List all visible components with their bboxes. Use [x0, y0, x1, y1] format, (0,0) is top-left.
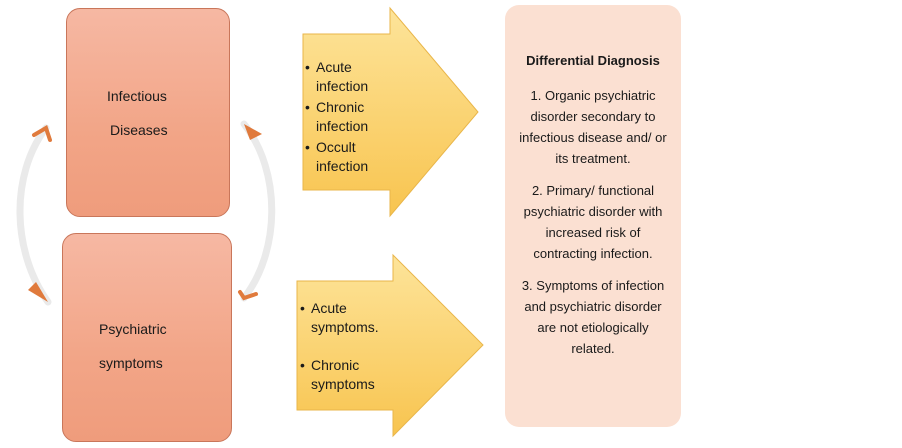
curved-arrow-up-tail — [238, 290, 258, 301]
list-item: Chronic infection — [305, 98, 395, 136]
panel-title: Differential Diagnosis — [526, 53, 660, 68]
list-item: Chronic symptoms — [300, 356, 410, 394]
curved-arrow-up-head — [244, 124, 262, 140]
infection-types-list: Acute infection Chronic infection Occult… — [305, 58, 395, 178]
curved-arrow-down-head — [28, 282, 48, 302]
infectious-line-2: Diseases — [110, 122, 168, 138]
psychiatric-line-2: symptoms — [99, 355, 163, 371]
differential-diagnosis-panel: Differential Diagnosis 1. Organic psychi… — [505, 5, 681, 427]
diagnosis-item: 1. Organic psychiatric disorder secondar… — [519, 88, 667, 166]
list-item: Acute infection — [305, 58, 395, 96]
psychiatric-line-1: Psychiatric — [99, 321, 167, 337]
curved-arrow-up — [240, 120, 276, 302]
curved-arrow-down-head-start — [32, 125, 52, 142]
symptom-types-list: Acute symptoms. Chronic symptoms — [300, 299, 410, 413]
diagnosis-item: 2. Primary/ functional psychiatric disor… — [523, 183, 663, 261]
diagnosis-item: 3. Symptoms of infection and psychiatric… — [521, 278, 665, 356]
list-item: Acute symptoms. — [300, 299, 410, 337]
infectious-diseases-label: Infectious Diseases — [107, 79, 168, 147]
infectious-diseases-box: Infectious Diseases — [66, 8, 230, 217]
psychiatric-symptoms-label: Psychiatric symptoms — [99, 312, 167, 380]
infectious-line-1: Infectious — [107, 88, 167, 104]
psychiatric-symptoms-box: Psychiatric symptoms — [62, 233, 232, 442]
list-item: Occult infection — [305, 138, 395, 176]
curved-arrow-down — [16, 124, 52, 306]
